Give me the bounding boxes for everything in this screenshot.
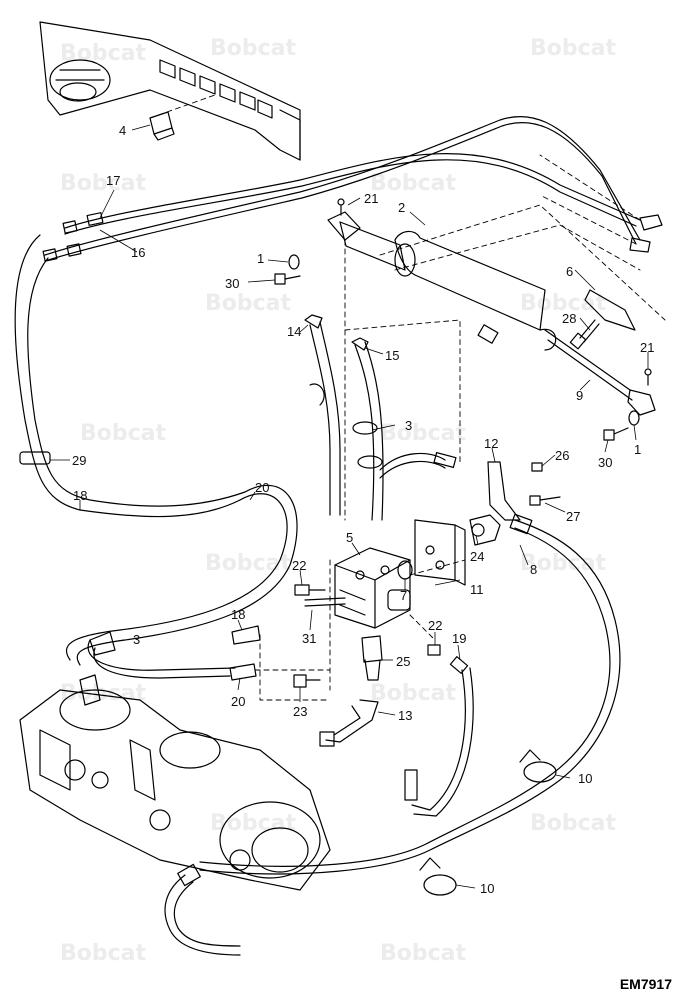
lift-cylinder [327,211,656,416]
watermark: Bobcat [60,681,147,706]
svg-text:Bobcat: Bobcat [520,291,607,316]
hydraulic-pump [19,674,331,891]
callout-4: 4 [119,123,126,138]
watermark: Bobcat [380,421,467,446]
callout-10: 10 [480,881,494,896]
hose-clamp [519,749,557,783]
callout-3: 3 [405,418,412,433]
callout-30: 30 [598,455,612,470]
svg-text:Bobcat: Bobcat [210,811,297,836]
svg-text:Bobcat: Bobcat [380,421,467,446]
callout-24: 24 [470,549,484,564]
callout-22: 22 [428,618,442,633]
left-hose-loop [14,234,298,679]
svg-text:Bobcat: Bobcat [530,811,617,836]
callout-1: 1 [257,251,264,266]
callout-31: 31 [302,631,316,646]
callouts: 1 1 2 3 3 4 5 6 7 8 9 10 10 11 12 13 14 … [72,123,654,896]
straight-fitting [361,635,383,681]
svg-text:Bobcat: Bobcat [60,941,147,966]
cylinder-hoses [304,314,457,521]
svg-text:Bobcat: Bobcat [60,41,147,66]
callout-28: 28 [562,311,576,326]
watermark: Bobcat [210,811,297,836]
watermark: Bobcat [205,291,292,316]
callout-30: 30 [225,276,239,291]
mount-plate [584,289,636,331]
watermark: Bobcat [370,681,457,706]
watermark: Bobcat [370,171,457,196]
hose [404,656,474,817]
plug [293,584,441,688]
bracket [487,461,521,521]
callout-1: 1 [634,442,641,457]
watermark: Bobcat [210,36,297,61]
callout-27: 27 [566,509,580,524]
callout-12: 12 [484,436,498,451]
callout-21: 21 [364,191,378,206]
watermark: Bobcat [530,811,617,836]
control-panel [39,21,301,161]
callout-18: 18 [73,488,87,503]
watermark: Bobcat [530,36,617,61]
callout-22: 22 [292,558,306,573]
watermark: Bobcat [60,941,147,966]
callout-17: 17 [106,173,120,188]
svg-text:Bobcat: Bobcat [60,681,147,706]
svg-text:Bobcat: Bobcat [380,941,467,966]
callout-2: 2 [398,200,405,215]
svg-text:Bobcat: Bobcat [370,171,457,196]
switch [149,111,175,141]
watermark: Bobcat [520,291,607,316]
watermark: Bobcat [380,941,467,966]
callout-26: 26 [555,448,569,463]
svg-text:Bobcat: Bobcat [210,36,297,61]
bolts [274,198,652,506]
callout-23: 23 [293,704,307,719]
svg-text:Bobcat: Bobcat [80,421,167,446]
watermark: Bobcat [60,41,147,66]
hose-fittings [229,625,261,681]
watermark-layer: Bobcat Bobcat Bobcat Bobcat Bobcat Bobca… [60,36,617,966]
callout-15: 15 [385,348,399,363]
manifold-plate [414,519,466,586]
callout-11: 11 [470,582,484,597]
callout-16: 16 [131,245,145,260]
callout-20: 20 [255,480,269,495]
svg-text:Bobcat: Bobcat [205,291,292,316]
svg-text:Bobcat: Bobcat [60,171,147,196]
callout-29: 29 [72,453,86,468]
watermark: Bobcat [60,171,147,196]
callout-5: 5 [346,530,353,545]
callout-6: 6 [566,264,573,279]
valve-block [334,547,411,629]
return-hose [199,513,621,875]
elbow-hose [319,699,379,747]
callout-19: 19 [452,631,466,646]
callout-21: 21 [640,340,654,355]
callout-25: 25 [396,654,410,669]
callout-20: 20 [231,694,245,709]
leader-lines [50,124,649,889]
elbow-fitting [469,514,501,546]
callout-13: 13 [398,708,412,723]
callout-10: 10 [578,771,592,786]
svg-text:Bobcat: Bobcat [205,551,292,576]
callout-3: 3 [133,632,140,647]
callout-7: 7 [400,588,407,603]
svg-text:Bobcat: Bobcat [370,681,457,706]
svg-text:Bobcat: Bobcat [530,36,617,61]
reference-lines [149,94,666,701]
watermark: Bobcat [80,421,167,446]
callout-18: 18 [231,607,245,622]
callout-8: 8 [530,562,537,577]
drawing-code: EM7917 [619,976,672,992]
callout-14: 14 [287,324,301,339]
callout-9: 9 [576,388,583,403]
watermark: Bobcat [205,551,292,576]
hose-clamp [419,857,457,896]
pump-tube [164,863,241,956]
upper-tubes [42,115,663,262]
